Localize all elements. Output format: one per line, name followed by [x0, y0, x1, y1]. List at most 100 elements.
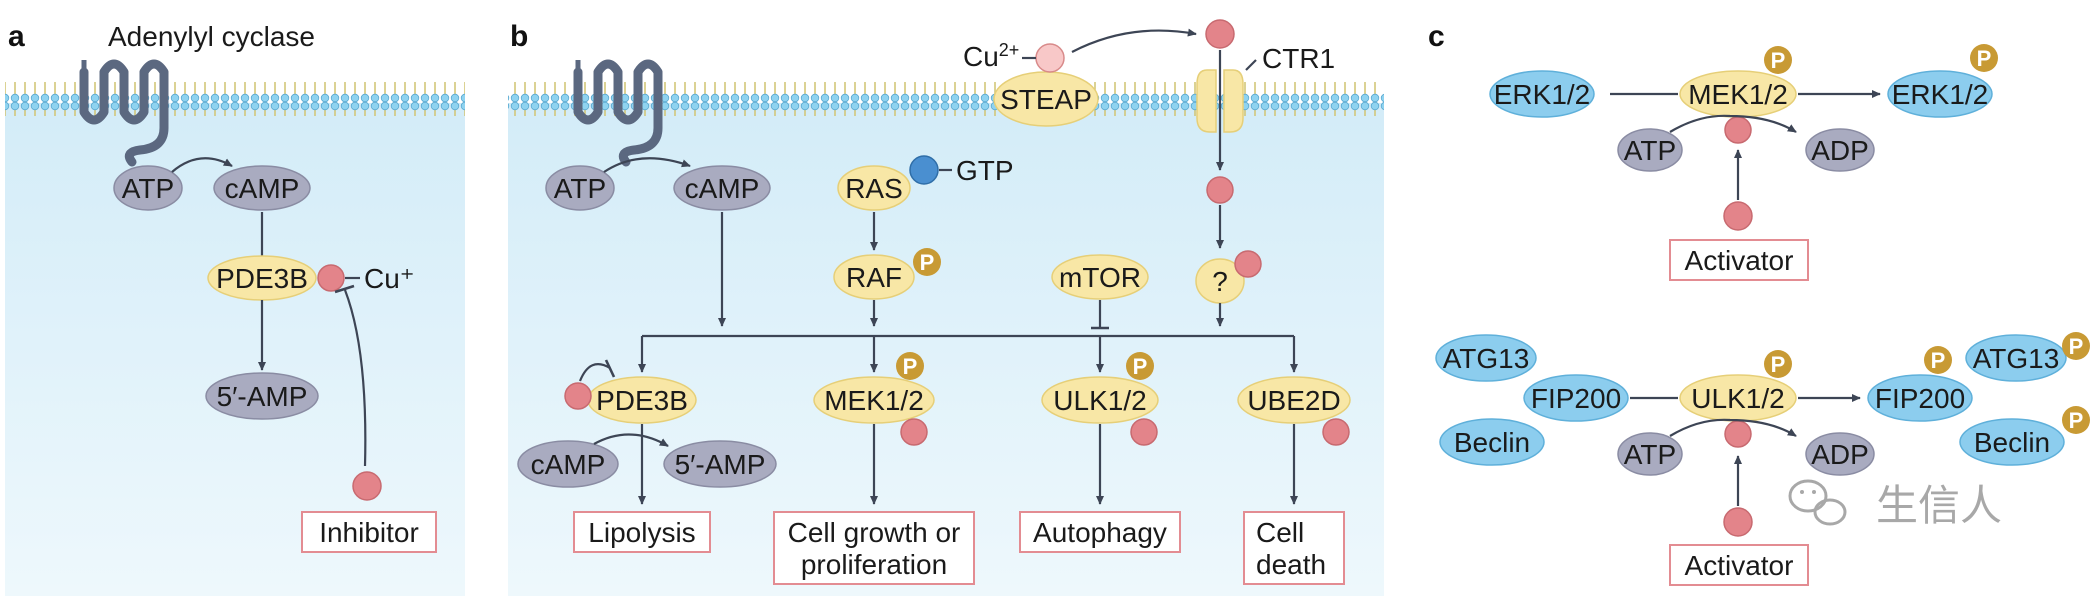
- raf: [833, 254, 915, 300]
- ulk-c-phospho: [1764, 350, 1792, 378]
- erk-product: [1887, 70, 1993, 118]
- copper-ion-a: [317, 264, 345, 292]
- cu-transfer-arrow: [1071, 28, 1197, 53]
- atp-to-camp-arrow-b: [603, 157, 691, 173]
- ulk-c-cu-ion: [1724, 420, 1752, 448]
- camp-a-label: cAMP: [225, 173, 300, 204]
- activator-bottom-box: [1669, 544, 1809, 586]
- activator-bottom-ion: [1723, 507, 1753, 537]
- camp-b: [673, 165, 771, 211]
- mek-b-label: MEK1/2: [824, 385, 924, 416]
- inhibitor-path-a: [343, 289, 367, 467]
- panel-a: Adenylyl cyclase ATP cAMP PDE3B Cu⁺ 5′-A…: [79, 21, 437, 553]
- beclin-substrate: [1439, 418, 1545, 466]
- ctr1-channel-right: [1223, 69, 1244, 133]
- atp-c-bottom: [1617, 432, 1683, 476]
- atg13-product-label: ATG13: [1973, 343, 2060, 374]
- erk-product-phospho-label: P: [1977, 46, 1992, 71]
- mek-b-cu-ion: [900, 418, 928, 446]
- adenylyl-cyclase-receptor: [79, 59, 169, 167]
- adp-c-top-label: ADP: [1811, 135, 1869, 166]
- panel-label-c: c: [1428, 20, 1445, 53]
- unknown-label: ?: [1212, 266, 1228, 297]
- atg13-substrate: [1435, 334, 1537, 382]
- gtp-ball: [909, 155, 939, 185]
- raf-label: RAF: [846, 262, 902, 293]
- atp-c-top: [1617, 128, 1683, 172]
- watermark: 生信人: [1788, 479, 2002, 529]
- ras: [837, 165, 911, 211]
- amp-b: [663, 440, 777, 488]
- ctr1-channel-left: [1196, 69, 1217, 133]
- camp-b2-label: cAMP: [531, 449, 606, 480]
- pde3b-self-inhibit: [578, 363, 611, 382]
- activator-top-label: Activator: [1685, 245, 1794, 276]
- cu-ion-extracellular: [1205, 19, 1235, 49]
- beclin-product-phospho: [2062, 406, 2090, 434]
- fip200-product-label: FIP200: [1875, 383, 1965, 414]
- atp-to-adp-arrow-top: [1669, 114, 1797, 133]
- inhibitor-label: Inhibitor: [319, 517, 419, 548]
- mek-c-phospho: [1764, 46, 1792, 74]
- death-label-line2: death: [1256, 549, 1326, 580]
- atg13-product: [1965, 334, 2067, 382]
- ulk-b-cu-ion: [1130, 418, 1158, 446]
- amp-b-label: 5′-AMP: [675, 449, 766, 480]
- ulk-b: [1041, 376, 1159, 424]
- raf-phospho: [913, 248, 941, 276]
- inhibitor-box: [301, 511, 437, 553]
- camp-b-label: cAMP: [685, 173, 760, 204]
- atg13-product-phospho-label: P: [2069, 334, 2084, 359]
- lipolysis-label: Lipolysis: [588, 517, 695, 548]
- camp-to-amp-arrow-b: [593, 433, 669, 447]
- atp-c-top-label: ATP: [1624, 135, 1676, 166]
- mtor-label: mTOR: [1059, 262, 1141, 293]
- pde3b-b-label: PDE3B: [596, 385, 688, 416]
- ulk-c-label: ULK1/2: [1691, 383, 1784, 414]
- inhibitor-ion-a: [352, 471, 382, 501]
- cu2-base: Cu: [963, 41, 999, 72]
- ube2d: [1237, 376, 1351, 424]
- ulk-b-label: ULK1/2: [1053, 385, 1146, 416]
- death-label-line1: Cell: [1256, 517, 1304, 548]
- atp-c-bottom-label: ATP: [1624, 439, 1676, 470]
- watermark-text: 生信人: [1876, 482, 2002, 529]
- steap-label: STEAP: [1000, 84, 1092, 115]
- mek-c-label: MEK1/2: [1688, 79, 1788, 110]
- activator-bottom-label: Activator: [1685, 550, 1794, 581]
- ube2d-cu-ion: [1322, 418, 1350, 446]
- mek-c-cu-ion: [1724, 116, 1752, 144]
- activator-top-box: [1669, 239, 1809, 281]
- growth-label-line1: Cell growth or: [788, 517, 961, 548]
- amp-a: [205, 372, 319, 420]
- fip200-product-phospho: [1924, 346, 1952, 374]
- cu2-ion: [1035, 43, 1065, 73]
- ulk-b-phospho-label: P: [1133, 354, 1148, 379]
- pde3b-cu-ion: [564, 382, 592, 410]
- wechat-icon: [1788, 479, 1847, 526]
- cu2-label: Cu2+: [963, 40, 1019, 72]
- mek-b-phospho-label: P: [903, 354, 918, 379]
- atp-to-camp-arrow-a: [171, 157, 233, 173]
- growth-box: [773, 511, 975, 585]
- beclin-product-phospho-label: P: [2069, 408, 2084, 433]
- mek-b-phospho: [896, 352, 924, 380]
- fip200-product-phospho-label: P: [1931, 348, 1946, 373]
- atg13-product-phospho: [2062, 332, 2090, 360]
- mek-c-phospho-label: P: [1771, 48, 1786, 73]
- adenylyl-cyclase-label: Adenylyl cyclase: [108, 21, 315, 52]
- ulk-b-phospho: [1126, 352, 1154, 380]
- pde3b-a-label: PDE3B: [216, 263, 308, 294]
- mtor: [1051, 254, 1149, 300]
- erk-substrate: [1489, 70, 1595, 118]
- mek-b: [813, 376, 935, 424]
- camp-a: [213, 165, 311, 211]
- cu-ion-label-a: Cu⁺: [364, 263, 415, 294]
- atp-a-label: ATP: [122, 173, 174, 204]
- adp-c-top: [1805, 128, 1875, 172]
- raf-phospho-label: P: [920, 250, 935, 275]
- erk-substrate-label: ERK1/2: [1494, 79, 1591, 110]
- camp-b2: [517, 440, 619, 488]
